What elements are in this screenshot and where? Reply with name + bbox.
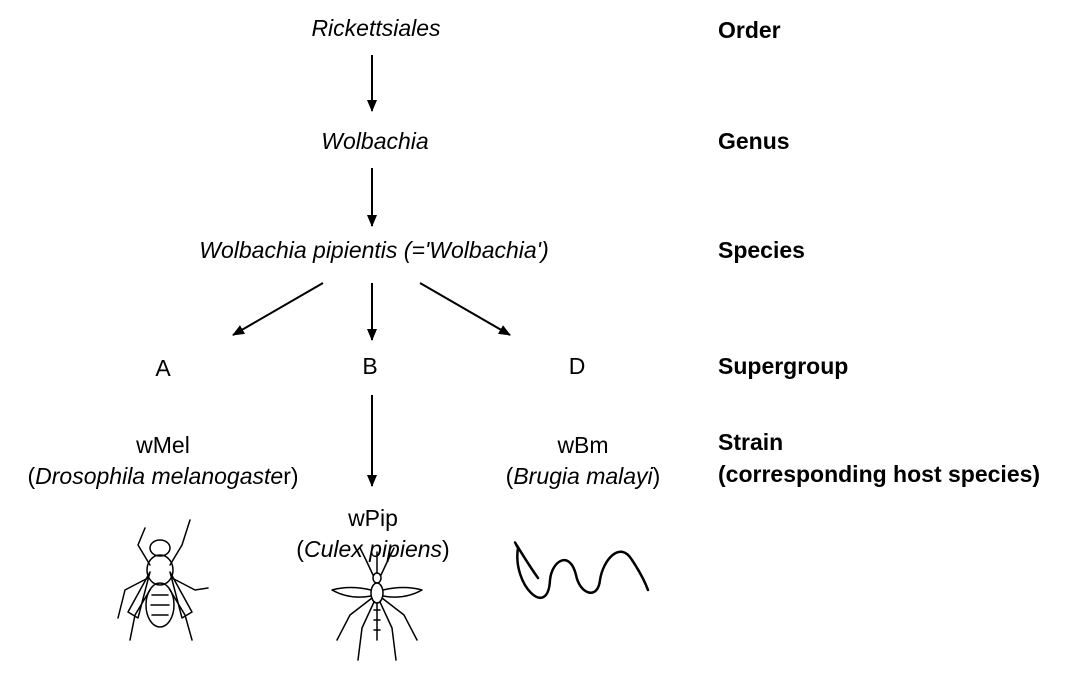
arrow-species-d: [420, 283, 510, 335]
worm-icon: [515, 542, 648, 597]
arrow-species-a: [233, 283, 323, 335]
rank-strain-host: (corresponding host species): [718, 460, 1040, 488]
strain-d-name: wBm: [557, 431, 608, 459]
rank-strain: Strain: [718, 428, 783, 456]
rank-supergroup: Supergroup: [718, 352, 848, 380]
fly-icon: [118, 520, 208, 640]
strain-b-host: (Culex pipiens): [296, 535, 449, 563]
strain-b-name: wPip: [348, 504, 398, 532]
species-label: Wolbachia pipientis (='Wolbachia'): [199, 236, 548, 264]
rank-order: Order: [718, 16, 781, 44]
order-label: Rickettsiales: [311, 14, 440, 42]
strain-d-host: (Brugia malayi): [506, 462, 661, 490]
strain-a-name: wMel: [136, 431, 190, 459]
rank-genus: Genus: [718, 127, 790, 155]
strain-a-host: (Drosophila melanogaster): [27, 462, 298, 490]
supergroup-a-label: A: [155, 354, 170, 382]
rank-species: Species: [718, 236, 805, 264]
mosquito-icon: [332, 548, 422, 660]
genus-label: Wolbachia: [321, 127, 428, 155]
supergroup-d-label: D: [569, 352, 586, 380]
supergroup-b-label: B: [362, 352, 377, 380]
